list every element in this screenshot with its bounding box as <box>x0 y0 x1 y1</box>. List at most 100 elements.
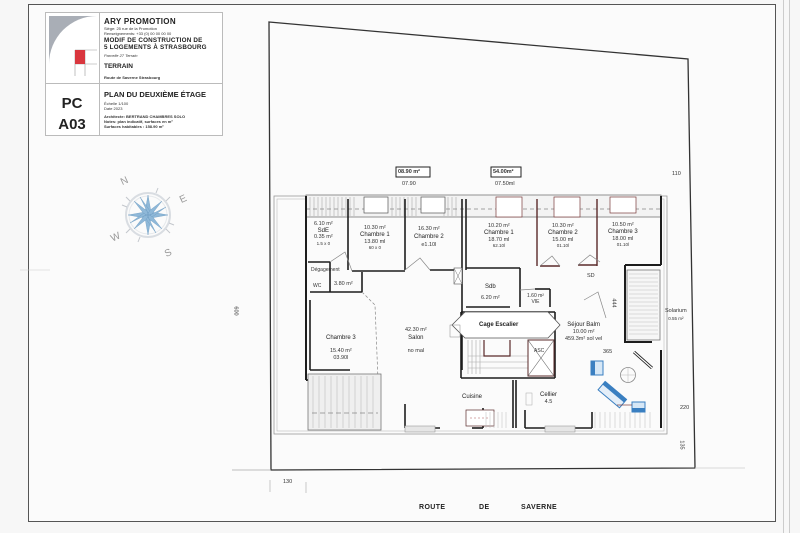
room-chambre-2b: 10.30 m² Chambre 2 15.00 ml 01.10l <box>548 223 578 249</box>
room-solarium: Solarium 0.55 m² <box>665 307 687 323</box>
room-sd: SD <box>587 273 595 279</box>
road-label-saverne: SAVERNE <box>521 504 558 511</box>
room-extra-2: 1.5 x 0 <box>316 240 331 246</box>
room-area: 6.10 m² <box>314 221 333 227</box>
room-name: Cellier <box>540 392 558 398</box>
project-title-line1: MODIF DE CONSTRUCTION DE <box>104 37 203 44</box>
room-area: 1.60 m² <box>527 293 544 299</box>
room-extra: VIE <box>531 298 540 305</box>
room-chambre-2: 16.30 m² Chambre 2 e1.10l <box>414 225 444 249</box>
project-title: MODIF DE CONSTRUCTION DE 5 LOGEMENTS À S… <box>104 37 207 51</box>
plan-scale: Échelle 1/100 <box>104 101 129 106</box>
room-cage-escalier: Cage Escalier <box>479 322 519 328</box>
dimension-left: 600 <box>232 306 239 316</box>
room-extra-2: 62.10l <box>492 243 505 248</box>
room-chambre-1b: 10.20 m² Chambre 1 18.70 ml 62.10l <box>484 223 514 249</box>
sheet-edge-line <box>789 0 790 533</box>
compass-rose <box>121 187 175 243</box>
room-asc: ASC <box>534 348 545 354</box>
dimension-box-2-sub: 07.50ml <box>495 181 515 187</box>
room-extra: 10.00 m² <box>572 329 595 335</box>
room-degagement-area: 3.80 m² <box>334 281 353 287</box>
room-sde: 6.10 m² SdE 0.35 m² 1.5 x 0 <box>314 221 333 247</box>
sheet-code: PC A03 <box>52 93 92 135</box>
plan-notes-1: Architecte: BERTRAND CHAMBRES SOLO <box>104 114 186 119</box>
room-extra: 15.00 ml <box>552 237 574 243</box>
room-name: Chambre 2 <box>414 234 444 240</box>
dimension-box-2: 54.00m² <box>493 169 514 175</box>
room-wc: WC <box>313 283 322 289</box>
sheet-edge-line <box>783 0 784 533</box>
plan-notes-3: Surfaces habitables : 158.90 m² <box>104 124 164 129</box>
room-name: Chambre 2 <box>548 230 578 236</box>
site-address: Route de Saverne Strasbourg <box>104 75 161 80</box>
project-title-line2: 5 LOGEMENTS À STRASBOURG <box>104 43 207 51</box>
dimension-right-far: 135 <box>678 440 685 450</box>
company-logo-icon <box>49 16 97 76</box>
room-cellier: Cellier 4.5 <box>540 392 557 406</box>
room-sejour: Séjour Balm 10.00 m² 459.3m² sol vel <box>565 322 602 343</box>
road-label-route: ROUTE <box>419 504 446 511</box>
room-name: Chambre 1 <box>484 230 514 236</box>
sheet-code-prefix: PC <box>61 95 83 112</box>
room-extra: 13.80 ml <box>364 239 386 245</box>
room-area: 10.50 m² <box>611 222 634 228</box>
room-name: Chambre 3 <box>608 229 638 235</box>
plan-date: Date 2023 <box>104 106 123 111</box>
title-block: ARY PROMOTION Siège: 25 rue de la Promot… <box>45 12 223 136</box>
project-subtitle: Parcelle 27 Terrain <box>104 53 138 58</box>
dimension-bottom-left: 130 <box>283 479 293 485</box>
room-placard: 1.60 m² VIE <box>527 293 544 305</box>
room-name: Sdb <box>484 284 496 290</box>
room-name: Chambre 1 <box>360 232 390 238</box>
room-area: 16.30 m² <box>417 226 440 232</box>
room-extra: 18.70 ml <box>488 237 510 243</box>
title-block-header <box>46 13 222 84</box>
room-extra: 18.00 ml <box>612 236 634 242</box>
room-extra-2: 01.10l <box>556 243 569 248</box>
room-extra-2: 459.3m² sol vel <box>565 336 603 342</box>
section-label: TERRAIN <box>104 63 133 70</box>
company-address: Siège: 25 rue de la Promotion <box>104 26 157 31</box>
room-extra: 0.35 m² <box>314 234 333 240</box>
room-area: 42.30 m² <box>405 327 427 333</box>
room-extra: e1.10l <box>421 242 437 248</box>
room-chambre-1: 10.30 m² Chambre 1 13.80 ml 60 x 0 <box>360 225 390 251</box>
room-extra: no mal <box>407 348 425 354</box>
room-name: Chambre 3 <box>326 335 356 341</box>
room-area: 6.20 m² <box>481 295 500 301</box>
furniture <box>590 360 646 413</box>
room-name: Salon <box>408 334 424 341</box>
room-area: 10.20 m² <box>487 223 510 229</box>
road-label-de: DE <box>479 504 490 511</box>
room-degagement-label: Dégagement <box>311 267 340 273</box>
room-name: Séjour Balm <box>567 322 600 328</box>
room-chambre-3b: Chambre 3 15.40 m² 03.90l <box>326 335 356 362</box>
room-extra: 03.90l <box>333 355 349 361</box>
dimension-box-1-sub: 07.90 <box>402 181 416 187</box>
mark-365: 365 <box>603 349 613 355</box>
room-extra-2: 60 x 0 <box>368 245 381 250</box>
room-chambre-3: 10.50 m² Chambre 3 18.00 ml 01.10l <box>608 222 638 248</box>
room-name: SdE <box>317 227 329 234</box>
room-extra: 0.55 m² <box>668 316 684 321</box>
dimension-box-1: 08.90 m² <box>398 169 421 175</box>
room-sdb: Sdb 6.20 m² <box>481 282 500 304</box>
room-extra-2: 01.10l <box>616 242 629 247</box>
dimension-right-mid: 444 <box>610 298 617 308</box>
plan-notes-2: Notes: plan indicatif, surfaces en m² <box>104 119 173 124</box>
room-area: 10.30 m² <box>551 223 574 229</box>
room-area: 10.30 m² <box>363 225 386 231</box>
room-area: 15.40 m² <box>329 348 352 354</box>
dimension-right-top: 110 <box>672 171 681 177</box>
room-extra: 4.5 <box>544 399 553 405</box>
title-block-divider <box>99 13 100 135</box>
sheet-code-number: A03 <box>58 116 86 133</box>
company-contact: Renseignements: +33 (0) 00 00 00 00 <box>104 31 172 36</box>
room-name: Solarium <box>665 308 687 314</box>
company-name: ARY PROMOTION <box>104 17 176 26</box>
dimension-right-bottom: 220 <box>680 405 690 411</box>
room-salon: 42.30 m² Salon no mal <box>405 327 427 356</box>
plan-title: PLAN DU DEUXIÈME ÉTAGE <box>104 90 206 99</box>
